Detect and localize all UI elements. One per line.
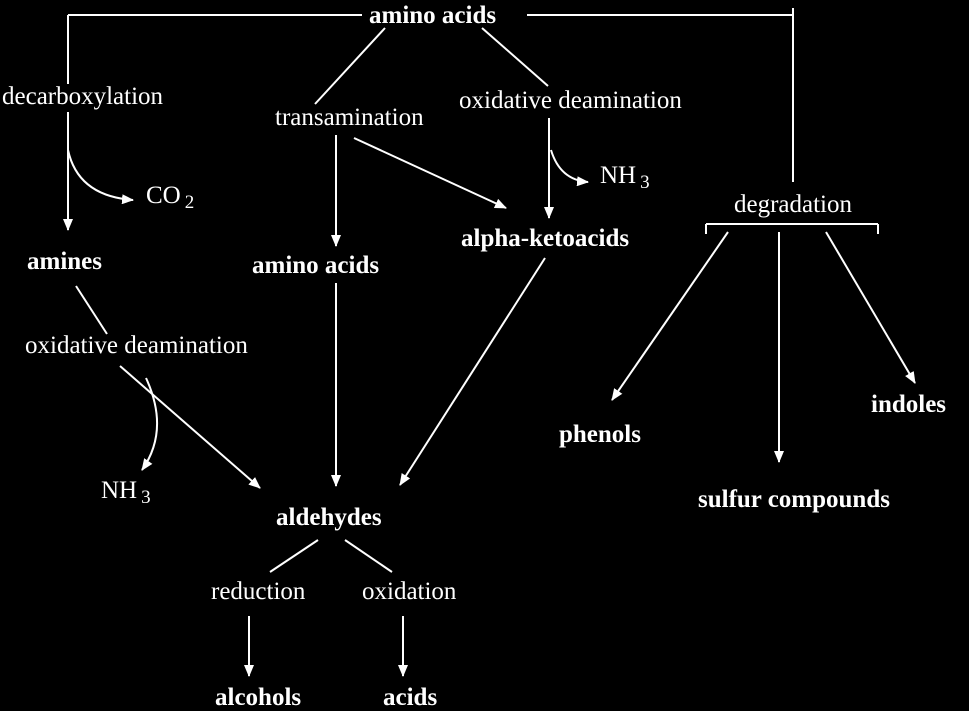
line-amines-to-deamination (75, 285, 108, 335)
node-alpha-ketoacids: alpha-ketoacids (461, 225, 630, 252)
node-aldehydes: aldehydes (276, 504, 382, 531)
process-oxidation: oxidation (362, 578, 457, 605)
arrow-to-alpha-ketoacids-from-transamination (353, 137, 507, 209)
process-transamination: transamination (275, 104, 424, 131)
process-oxidative-deamination-left: oxidative deamination (25, 332, 248, 359)
node-sulfur-compounds: sulfur compounds (698, 486, 890, 513)
node-alcohols: alcohols (215, 684, 302, 711)
process-decarboxylation: decarboxylation (2, 83, 164, 110)
arrow-to-nh3-top (550, 149, 589, 187)
node-amines: amines (27, 248, 102, 275)
arrow-to-nh3-left (141, 377, 159, 471)
line-to-transamination (314, 27, 386, 105)
arrow-to-aldehydes-from-amines (119, 365, 261, 489)
nh3-top-main: NH (600, 162, 637, 189)
arrow-to-aldehydes-from-alpha-ketoacids (399, 257, 546, 486)
process-reduction: reduction (211, 578, 306, 605)
node-indoles: indoles (871, 391, 947, 418)
node-phenols: phenols (559, 421, 641, 448)
line-to-oxidative-deamination (481, 27, 549, 87)
arrow-to-phenols (611, 231, 729, 401)
co2-subscript: 2 (184, 192, 195, 213)
node-amino-acids-mid: amino acids (252, 252, 380, 279)
nh3-left-subscript: 3 (141, 487, 151, 508)
process-degradation: degradation (734, 191, 853, 218)
co2-main: CO (146, 182, 181, 209)
arrow-to-co2 (67, 149, 134, 205)
line-to-reduction (269, 539, 319, 573)
line-to-oxidation (344, 539, 393, 573)
node-amino-acids-top: amino acids (369, 2, 497, 29)
process-oxidative-deamination-top: oxidative deamination (459, 87, 682, 114)
nh3-left-main: NH (101, 477, 138, 504)
arrow-to-indoles (825, 231, 916, 384)
nh3-top-subscript: 3 (640, 172, 650, 193)
node-acids: acids (383, 684, 438, 711)
